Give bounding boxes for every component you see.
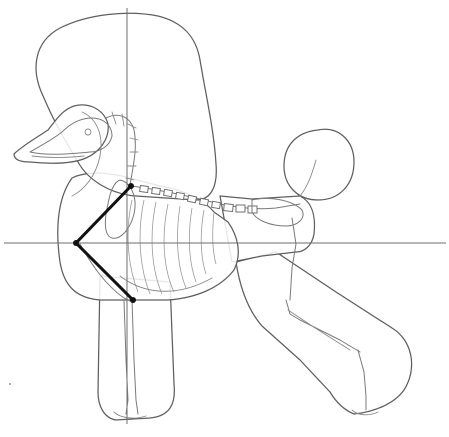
coat-outline bbox=[14, 13, 412, 420]
angle-point-top bbox=[128, 183, 134, 189]
tail-pompom bbox=[284, 129, 354, 200]
mane-coat bbox=[36, 13, 216, 200]
angle-vertex bbox=[73, 240, 79, 246]
stray-mark bbox=[9, 383, 11, 385]
angle-point-bottom bbox=[130, 297, 136, 303]
